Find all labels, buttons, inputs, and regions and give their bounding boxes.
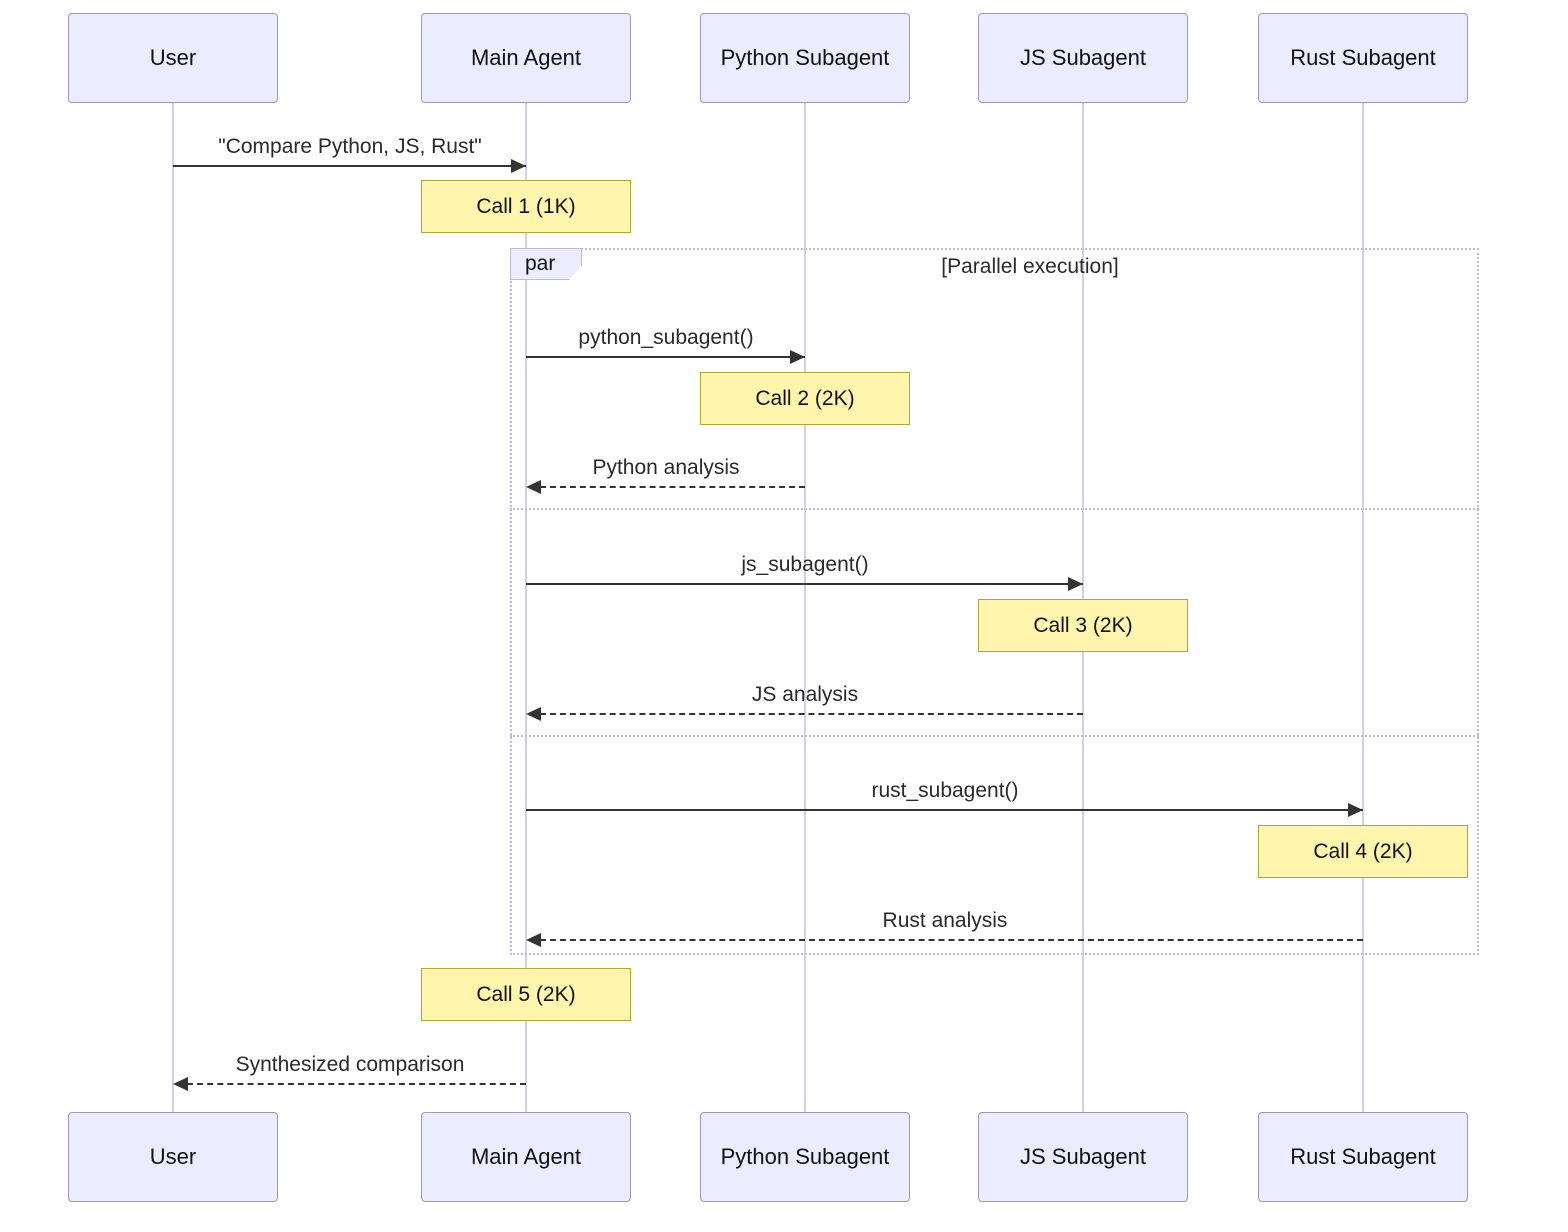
note-call-1: Call 1 (1K)	[421, 180, 631, 233]
note-label: Call 1 (1K)	[476, 194, 576, 218]
actor-bottom-rust-subagent: Rust Subagent	[1258, 1112, 1468, 1202]
arrowhead-icon	[526, 707, 541, 721]
arrowhead-icon	[790, 350, 805, 364]
note-call-3: Call 3 (2K)	[978, 599, 1188, 652]
note-call-2: Call 2 (2K)	[700, 372, 910, 425]
actor-top-js-subagent: JS Subagent	[978, 13, 1188, 103]
message-label-rust-analysis: Rust analysis	[882, 909, 1008, 932]
message-line-rust-analysis	[540, 939, 1363, 941]
actor-label: User	[149, 1144, 197, 1169]
arrowhead-icon	[526, 480, 541, 494]
actor-bottom-python-subagent: Python Subagent	[700, 1112, 910, 1202]
message-label-rust-subagent-call: rust_subagent()	[871, 779, 1019, 802]
message-label-js-subagent-call: js_subagent()	[741, 553, 869, 576]
lifeline-main-agent	[525, 103, 527, 1112]
actor-label: User	[149, 45, 197, 70]
actor-label: JS Subagent	[1020, 45, 1146, 70]
arrowhead-icon	[1068, 577, 1083, 591]
message-line-compare-request	[173, 165, 526, 167]
actor-top-rust-subagent: Rust Subagent	[1258, 13, 1468, 103]
note-call-4: Call 4 (2K)	[1258, 825, 1468, 878]
arrowhead-icon	[511, 159, 526, 173]
message-line-js-analysis	[540, 713, 1083, 715]
arrowhead-icon	[526, 933, 541, 947]
lifeline-user	[172, 103, 174, 1112]
actor-bottom-user: User	[68, 1112, 278, 1202]
par-block-frame	[510, 248, 1479, 955]
par-block-tab: par	[510, 248, 582, 280]
actor-label: Python Subagent	[720, 45, 890, 70]
message-line-python-subagent-call	[526, 356, 805, 358]
note-call-5: Call 5 (2K)	[421, 968, 631, 1021]
lifeline-python-subagent	[804, 103, 806, 1112]
message-line-js-subagent-call	[526, 583, 1083, 585]
message-label-js-analysis: JS analysis	[751, 683, 859, 706]
actor-label: Rust Subagent	[1290, 45, 1436, 70]
message-line-rust-subagent-call	[526, 809, 1363, 811]
note-label: Call 3 (2K)	[1033, 613, 1133, 637]
note-label: Call 5 (2K)	[476, 982, 576, 1006]
message-label-compare-request: "Compare Python, JS, Rust"	[218, 135, 482, 158]
message-label-synthesized-comparison: Synthesized comparison	[235, 1053, 465, 1076]
actor-bottom-js-subagent: JS Subagent	[978, 1112, 1188, 1202]
actor-label: Python Subagent	[720, 1144, 890, 1169]
actor-bottom-main-agent: Main Agent	[421, 1112, 631, 1202]
note-label: Call 4 (2K)	[1313, 839, 1413, 863]
actor-top-python-subagent: Python Subagent	[700, 13, 910, 103]
message-label-python-subagent-call: python_subagent()	[578, 326, 754, 349]
message-line-python-analysis	[540, 486, 805, 488]
par-block-tag: par	[525, 252, 556, 275]
note-label: Call 2 (2K)	[755, 386, 855, 410]
arrowhead-icon	[173, 1077, 188, 1091]
par-divider-2	[510, 735, 1479, 737]
par-block-condition: [Parallel execution]	[941, 255, 1119, 278]
arrowhead-icon	[1348, 803, 1363, 817]
actor-label: Main Agent	[470, 45, 582, 70]
actor-label: Main Agent	[470, 1144, 582, 1169]
actor-top-main-agent: Main Agent	[421, 13, 631, 103]
message-label-python-analysis: Python analysis	[592, 456, 740, 479]
actor-label: JS Subagent	[1020, 1144, 1146, 1169]
actor-label: Rust Subagent	[1290, 1144, 1436, 1169]
par-divider-1	[510, 508, 1479, 510]
lifeline-rust-subagent	[1362, 103, 1364, 1112]
actor-top-user: User	[68, 13, 278, 103]
message-line-synthesized-comparison	[187, 1083, 526, 1085]
